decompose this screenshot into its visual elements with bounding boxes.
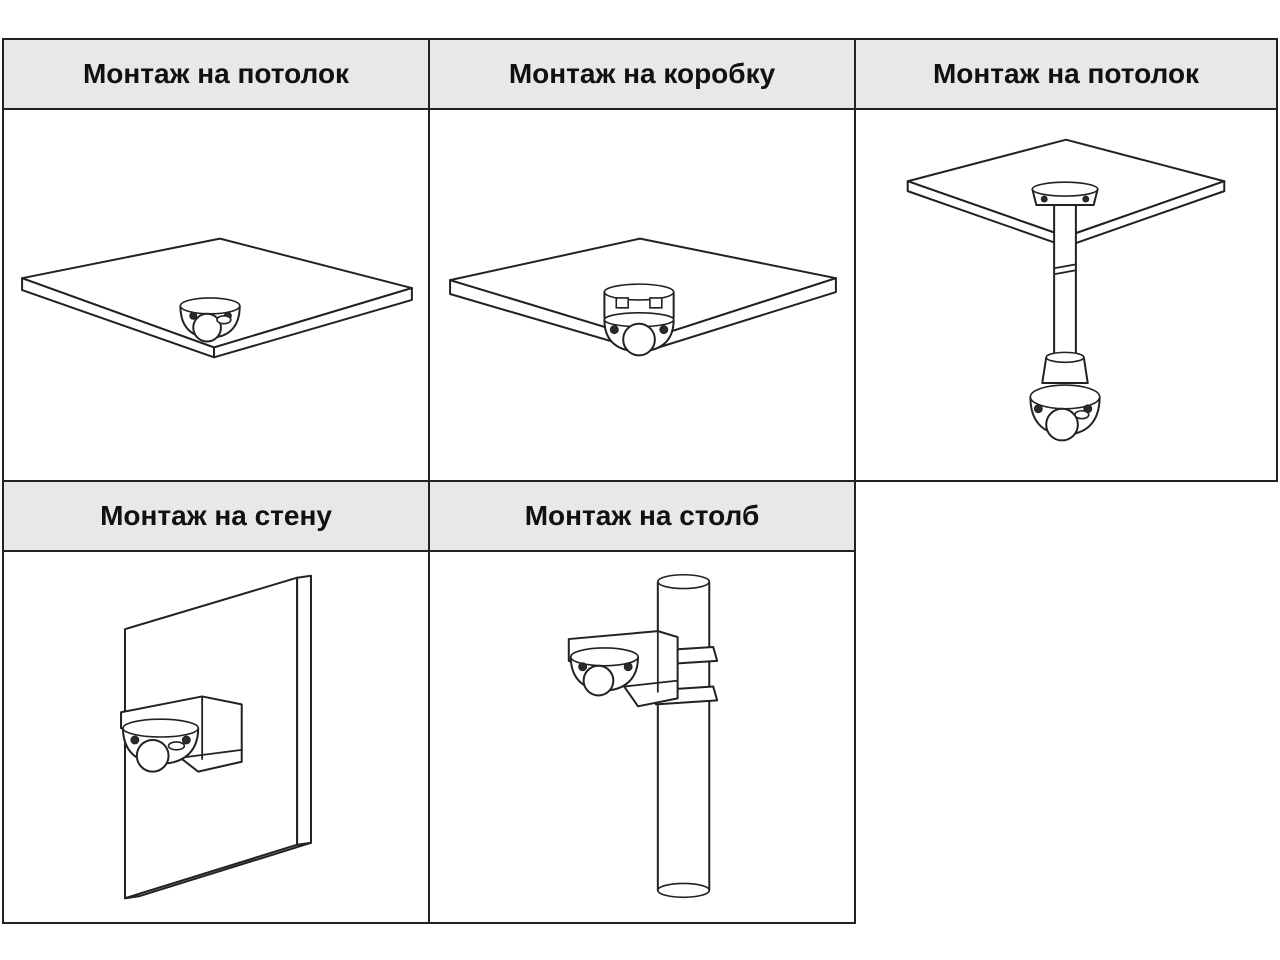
pendant-bracket-icon xyxy=(1030,182,1099,440)
mount-pole-title: Монтаж на столб xyxy=(430,482,854,552)
wall-mount-diagram xyxy=(4,552,428,922)
pole-icon xyxy=(658,575,709,898)
mount-ceiling-illustration xyxy=(4,110,428,480)
mount-wall-title: Монтаж на стену xyxy=(4,482,428,552)
wall-panel-side xyxy=(297,576,311,845)
mount-ceiling-pendant-illustration xyxy=(856,110,1276,480)
mount-ceiling-pendant-title: Монтаж на потолок xyxy=(856,40,1276,110)
mount-junction-box-cell: Монтаж на коробку xyxy=(428,38,856,482)
mount-ceiling-title: Монтаж на потолок xyxy=(4,40,428,110)
wall-bracket-camera-icon xyxy=(121,696,242,771)
pole-mount-diagram xyxy=(430,552,854,922)
pole-bracket-camera-icon xyxy=(569,631,717,706)
wall-panel-bottom xyxy=(125,843,311,898)
mount-pole-illustration xyxy=(430,552,854,922)
pendant-mount-diagram xyxy=(856,110,1276,480)
mount-wall-illustration xyxy=(4,552,428,922)
mount-ceiling-cell: Монтаж на потолок xyxy=(2,38,430,482)
ceiling-panel-right-edge xyxy=(214,288,412,357)
junction-box-camera-icon xyxy=(604,284,673,355)
mount-junction-box-illustration xyxy=(430,110,854,480)
dome-camera-icon xyxy=(180,298,239,342)
junction-box-mount-diagram xyxy=(430,110,854,480)
ceiling-mount-diagram xyxy=(4,110,428,480)
mount-junction-box-title: Монтаж на коробку xyxy=(430,40,854,110)
mount-wall-cell: Монтаж на стену xyxy=(2,480,430,924)
mount-pole-cell: Монтаж на столб xyxy=(428,480,856,924)
mount-ceiling-pendant-cell: Монтаж на потолок xyxy=(854,38,1278,482)
